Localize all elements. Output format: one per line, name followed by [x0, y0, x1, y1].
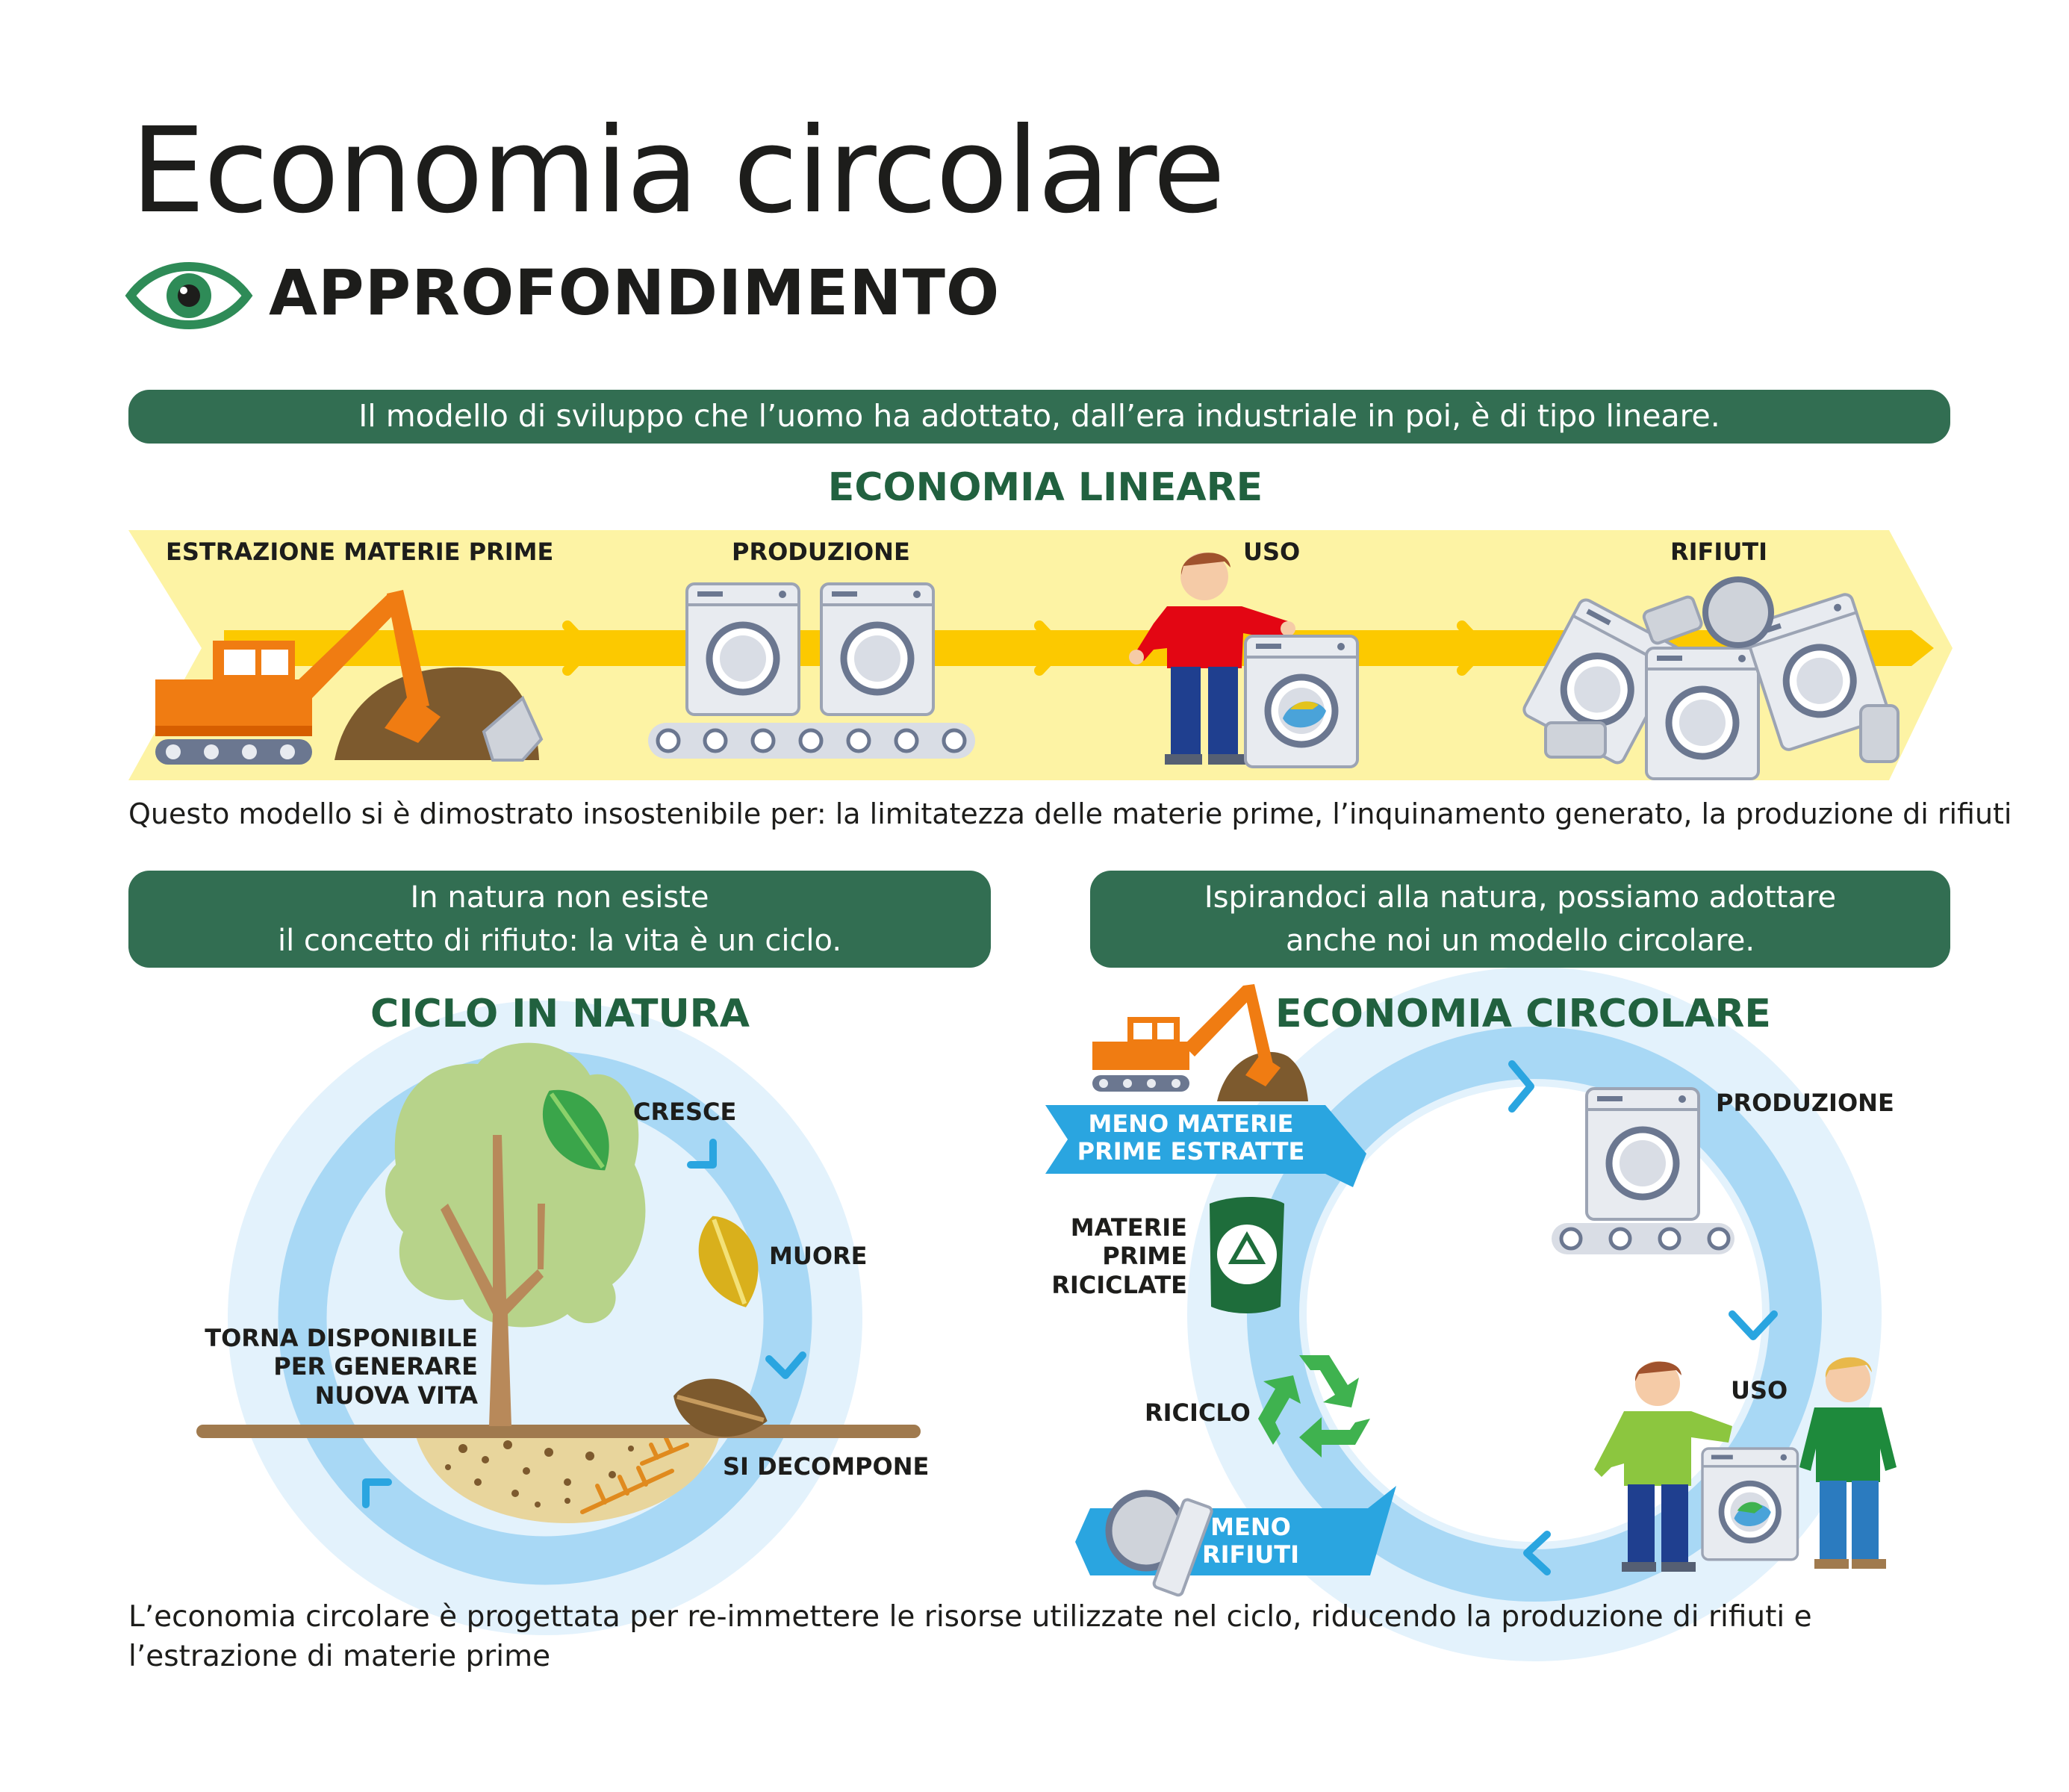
available-line-3: NUOVA VITA	[314, 1381, 478, 1410]
recycled-materials-label: MATERIE PRIME RICICLATE	[1030, 1213, 1187, 1299]
nature-banner-line-2: il concetto di rifiuto: la vita è un cic…	[277, 924, 842, 958]
person-icon	[1129, 553, 1295, 765]
less-raw-label: MENO MATERIE PRIME ESTRATTE	[1068, 1110, 1314, 1166]
leaf-die-icon	[686, 1206, 773, 1317]
available-line-1: TORNA DISPONIBILE	[205, 1324, 478, 1352]
available-line-2: PER GENERARE	[273, 1352, 478, 1381]
less-waste-label: MENO RIFIUTI	[1180, 1513, 1322, 1569]
recycled-line-1: MATERIE	[1070, 1213, 1187, 1242]
circular-cycle-arrows	[1508, 1060, 1778, 1575]
nature-banner: In natura non esiste il concetto di rifi…	[128, 871, 991, 968]
circular-ring	[1247, 1027, 1822, 1602]
grows-label: CRESCE	[633, 1098, 737, 1126]
person-left-icon	[1594, 1361, 1732, 1572]
ground-line	[196, 1425, 921, 1438]
circular-banner-line-1: Ispirandoci alla natura, possiamo adotta…	[1204, 880, 1837, 915]
less-raw-line-2: PRIME ESTRATTE	[1077, 1136, 1305, 1166]
leaf-decompose-icon	[666, 1369, 775, 1449]
nature-title: CICLO IN NATURA	[370, 992, 750, 1036]
small-waste-icon	[1105, 1490, 1213, 1597]
footer-text: L’economia circolare è progettata per re…	[128, 1600, 1812, 1673]
eye-icon	[125, 262, 253, 329]
leaf-grow-icon	[526, 1074, 628, 1186]
person-right-icon	[1799, 1357, 1897, 1569]
waste-pile-icon	[1522, 576, 1900, 779]
circular-banner: Ispirandoci alla natura, possiamo adotta…	[1090, 871, 1950, 968]
page-title: Economia circolare	[131, 102, 1225, 240]
linear-banner: Il modello di sviluppo che l’uomo ha ado…	[128, 390, 1950, 444]
excavator-icon	[155, 590, 544, 765]
recycle-icon	[1258, 1355, 1370, 1457]
available-label: TORNA DISPONIBILE PER GENERARE NUOVA VIT…	[190, 1324, 478, 1410]
washing-machine-in-use-icon	[1245, 636, 1357, 767]
small-excavator-icon	[1092, 984, 1308, 1101]
step-waste-label: RIFIUTI	[1670, 538, 1768, 566]
less-raw-line-1: MENO MATERIE	[1088, 1110, 1294, 1138]
linear-flow-arrow	[224, 630, 1934, 666]
page-subtitle: APPROFONDIMENTO	[269, 256, 1001, 329]
washing-machine-in-use-icon-2	[1702, 1449, 1798, 1560]
recycled-line-2: PRIME	[1102, 1242, 1187, 1271]
linear-chevrons	[562, 620, 1488, 676]
step-extraction-label: ESTRAZIONE MATERIE PRIME	[166, 538, 554, 566]
linear-note: Questo modello si è dimostrato insosteni…	[128, 797, 2012, 830]
circular-use-label: USO	[1731, 1376, 1788, 1404]
step-production-label: PRODUZIONE	[732, 538, 910, 566]
recycled-line-3: RICICLATE	[1051, 1270, 1187, 1299]
decomposes-label: SI DECOMPONE	[723, 1452, 930, 1481]
nature-cycle-arrows	[362, 1139, 806, 1508]
recycled-bag-icon	[1210, 1197, 1284, 1313]
step-use-label: USO	[1243, 538, 1301, 566]
recycling-label: RICICLO	[1145, 1399, 1251, 1427]
washing-machine-icon	[648, 584, 975, 759]
linear-title: ECONOMIA LINEARE	[827, 465, 1263, 510]
circular-production-label: PRODUZIONE	[1716, 1089, 1894, 1117]
circular-production-icon	[1552, 1089, 1734, 1254]
circular-title: ECONOMIA CIRCOLARE	[1275, 992, 1771, 1036]
less-waste-line-1: MENO	[1210, 1513, 1291, 1541]
decomposing-leaves	[580, 1436, 689, 1514]
nature-banner-line-1: In natura non esiste	[410, 880, 709, 915]
circular-banner-line-2: anche noi un modello circolare.	[1285, 924, 1755, 958]
less-waste-line-2: RIFIUTI	[1201, 1540, 1300, 1569]
dies-label: MUORE	[769, 1242, 868, 1270]
less-raw-banner	[1045, 1105, 1366, 1187]
